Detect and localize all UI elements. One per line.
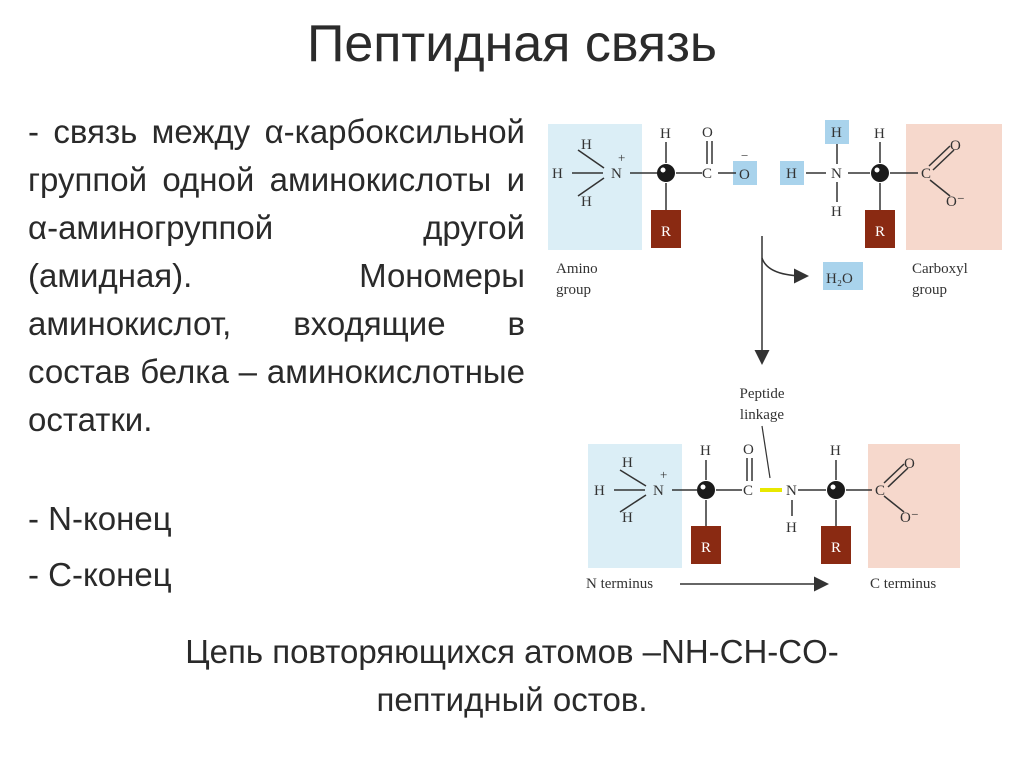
alpha-carbon-shine xyxy=(700,484,706,490)
atom-o-negative: O⁻ xyxy=(900,510,919,526)
side-chain-r-box xyxy=(865,210,895,248)
atom-c: C xyxy=(743,483,753,499)
alpha-carbon xyxy=(697,481,715,499)
atom-n: N xyxy=(786,483,797,499)
c-terminus-label: C terminus xyxy=(870,576,936,592)
side-chain-r-label: R xyxy=(875,224,885,240)
definition-text: - связь между α-карбоксильной группой од… xyxy=(28,108,525,444)
footer-line-2: пептидный остов. xyxy=(376,681,648,718)
bullet-c-terminus: - C-конец xyxy=(28,556,172,593)
atom-o: O xyxy=(950,138,961,154)
atom-h: H xyxy=(622,510,633,526)
plus-charge: + xyxy=(618,150,625,165)
alpha-carbon xyxy=(871,164,889,182)
hydrogen-highlight-top xyxy=(825,120,849,144)
alpha-carbon-shine xyxy=(660,167,666,173)
footer-line-1: Цепь повторяющихся атомов –NH-CH-CO- xyxy=(185,633,839,670)
water-highlight xyxy=(823,262,863,290)
atom-h: H xyxy=(786,520,797,536)
atom-c: C xyxy=(875,483,885,499)
atom-c: C xyxy=(702,166,712,182)
top-atoms: H H H N + H C O O − H H N H H C O O⁻ xyxy=(552,125,965,220)
water-release-arrow xyxy=(761,257,809,284)
plus-charge: + xyxy=(660,467,667,482)
side-chain-r-box xyxy=(651,210,681,248)
atom-h: H xyxy=(660,126,671,142)
amino-group-highlight xyxy=(548,124,642,250)
carboxyl-group-highlight xyxy=(906,124,1002,250)
minus-charge: − xyxy=(741,148,748,163)
side-chain-r-label: R xyxy=(661,224,671,240)
side-chain-r-box xyxy=(691,526,721,564)
atom-h: H xyxy=(594,483,605,499)
carboxyl-group-label: group xyxy=(912,282,947,298)
side-chain-r-label: R xyxy=(701,540,711,556)
amino-group-label: group xyxy=(556,282,591,298)
atom-o: O xyxy=(904,456,915,472)
bottom-atoms: H H H N + H C O N H H C O O⁻ xyxy=(594,442,919,536)
atom-n: N xyxy=(831,166,842,182)
side-chain-r-box xyxy=(821,526,851,564)
peptide-linkage-pointer xyxy=(761,425,771,479)
atom-h: H xyxy=(552,166,563,182)
c-terminus-highlight xyxy=(868,444,960,568)
alpha-carbon-shine xyxy=(874,167,880,173)
page-title: Пептидная связь xyxy=(306,15,718,73)
atom-h: H xyxy=(581,137,592,153)
alpha-carbon-shine xyxy=(830,484,836,490)
top-bonds xyxy=(572,141,955,210)
bullet-n-terminus: - N-конец xyxy=(28,500,172,537)
alpha-carbon xyxy=(827,481,845,499)
water-label: H₂O xyxy=(826,271,853,287)
atom-h: H xyxy=(874,126,885,142)
bottom-bonds xyxy=(614,458,909,526)
atom-o-negative: O⁻ xyxy=(946,194,965,210)
hydrogen-highlight-left xyxy=(780,161,804,185)
alpha-carbon xyxy=(657,164,675,182)
footer-text: Цепь повторяющихся атомов –NH-CH-CO- пеп… xyxy=(0,628,1024,724)
carboxyl-group-label: Carboxyl xyxy=(912,261,968,277)
atom-n: N xyxy=(611,166,622,182)
atom-h: H xyxy=(700,443,711,459)
atom-o: O xyxy=(743,442,754,458)
n-terminus-highlight xyxy=(588,444,682,568)
atom-c: C xyxy=(921,166,931,182)
n-terminus-label: N terminus xyxy=(586,576,653,592)
atom-h: H xyxy=(830,443,841,459)
atom-n: N xyxy=(653,483,664,499)
peptide-linkage-label: Peptide xyxy=(740,386,785,402)
atom-h-leaving: H xyxy=(831,125,842,141)
atom-h: H xyxy=(831,204,842,220)
definition-paragraph: - связь между α-карбоксильной группой од… xyxy=(28,113,525,438)
amino-group-label: Amino xyxy=(556,261,598,277)
oxygen-highlight xyxy=(733,161,757,185)
atom-o: O xyxy=(702,125,713,141)
atom-h: H xyxy=(622,455,633,471)
side-chain-r-label: R xyxy=(831,540,841,556)
atom-o-minus: O xyxy=(739,167,750,183)
peptide-linkage-label: linkage xyxy=(740,407,784,423)
atom-h-leaving: H xyxy=(786,166,797,182)
atom-h: H xyxy=(581,194,592,210)
